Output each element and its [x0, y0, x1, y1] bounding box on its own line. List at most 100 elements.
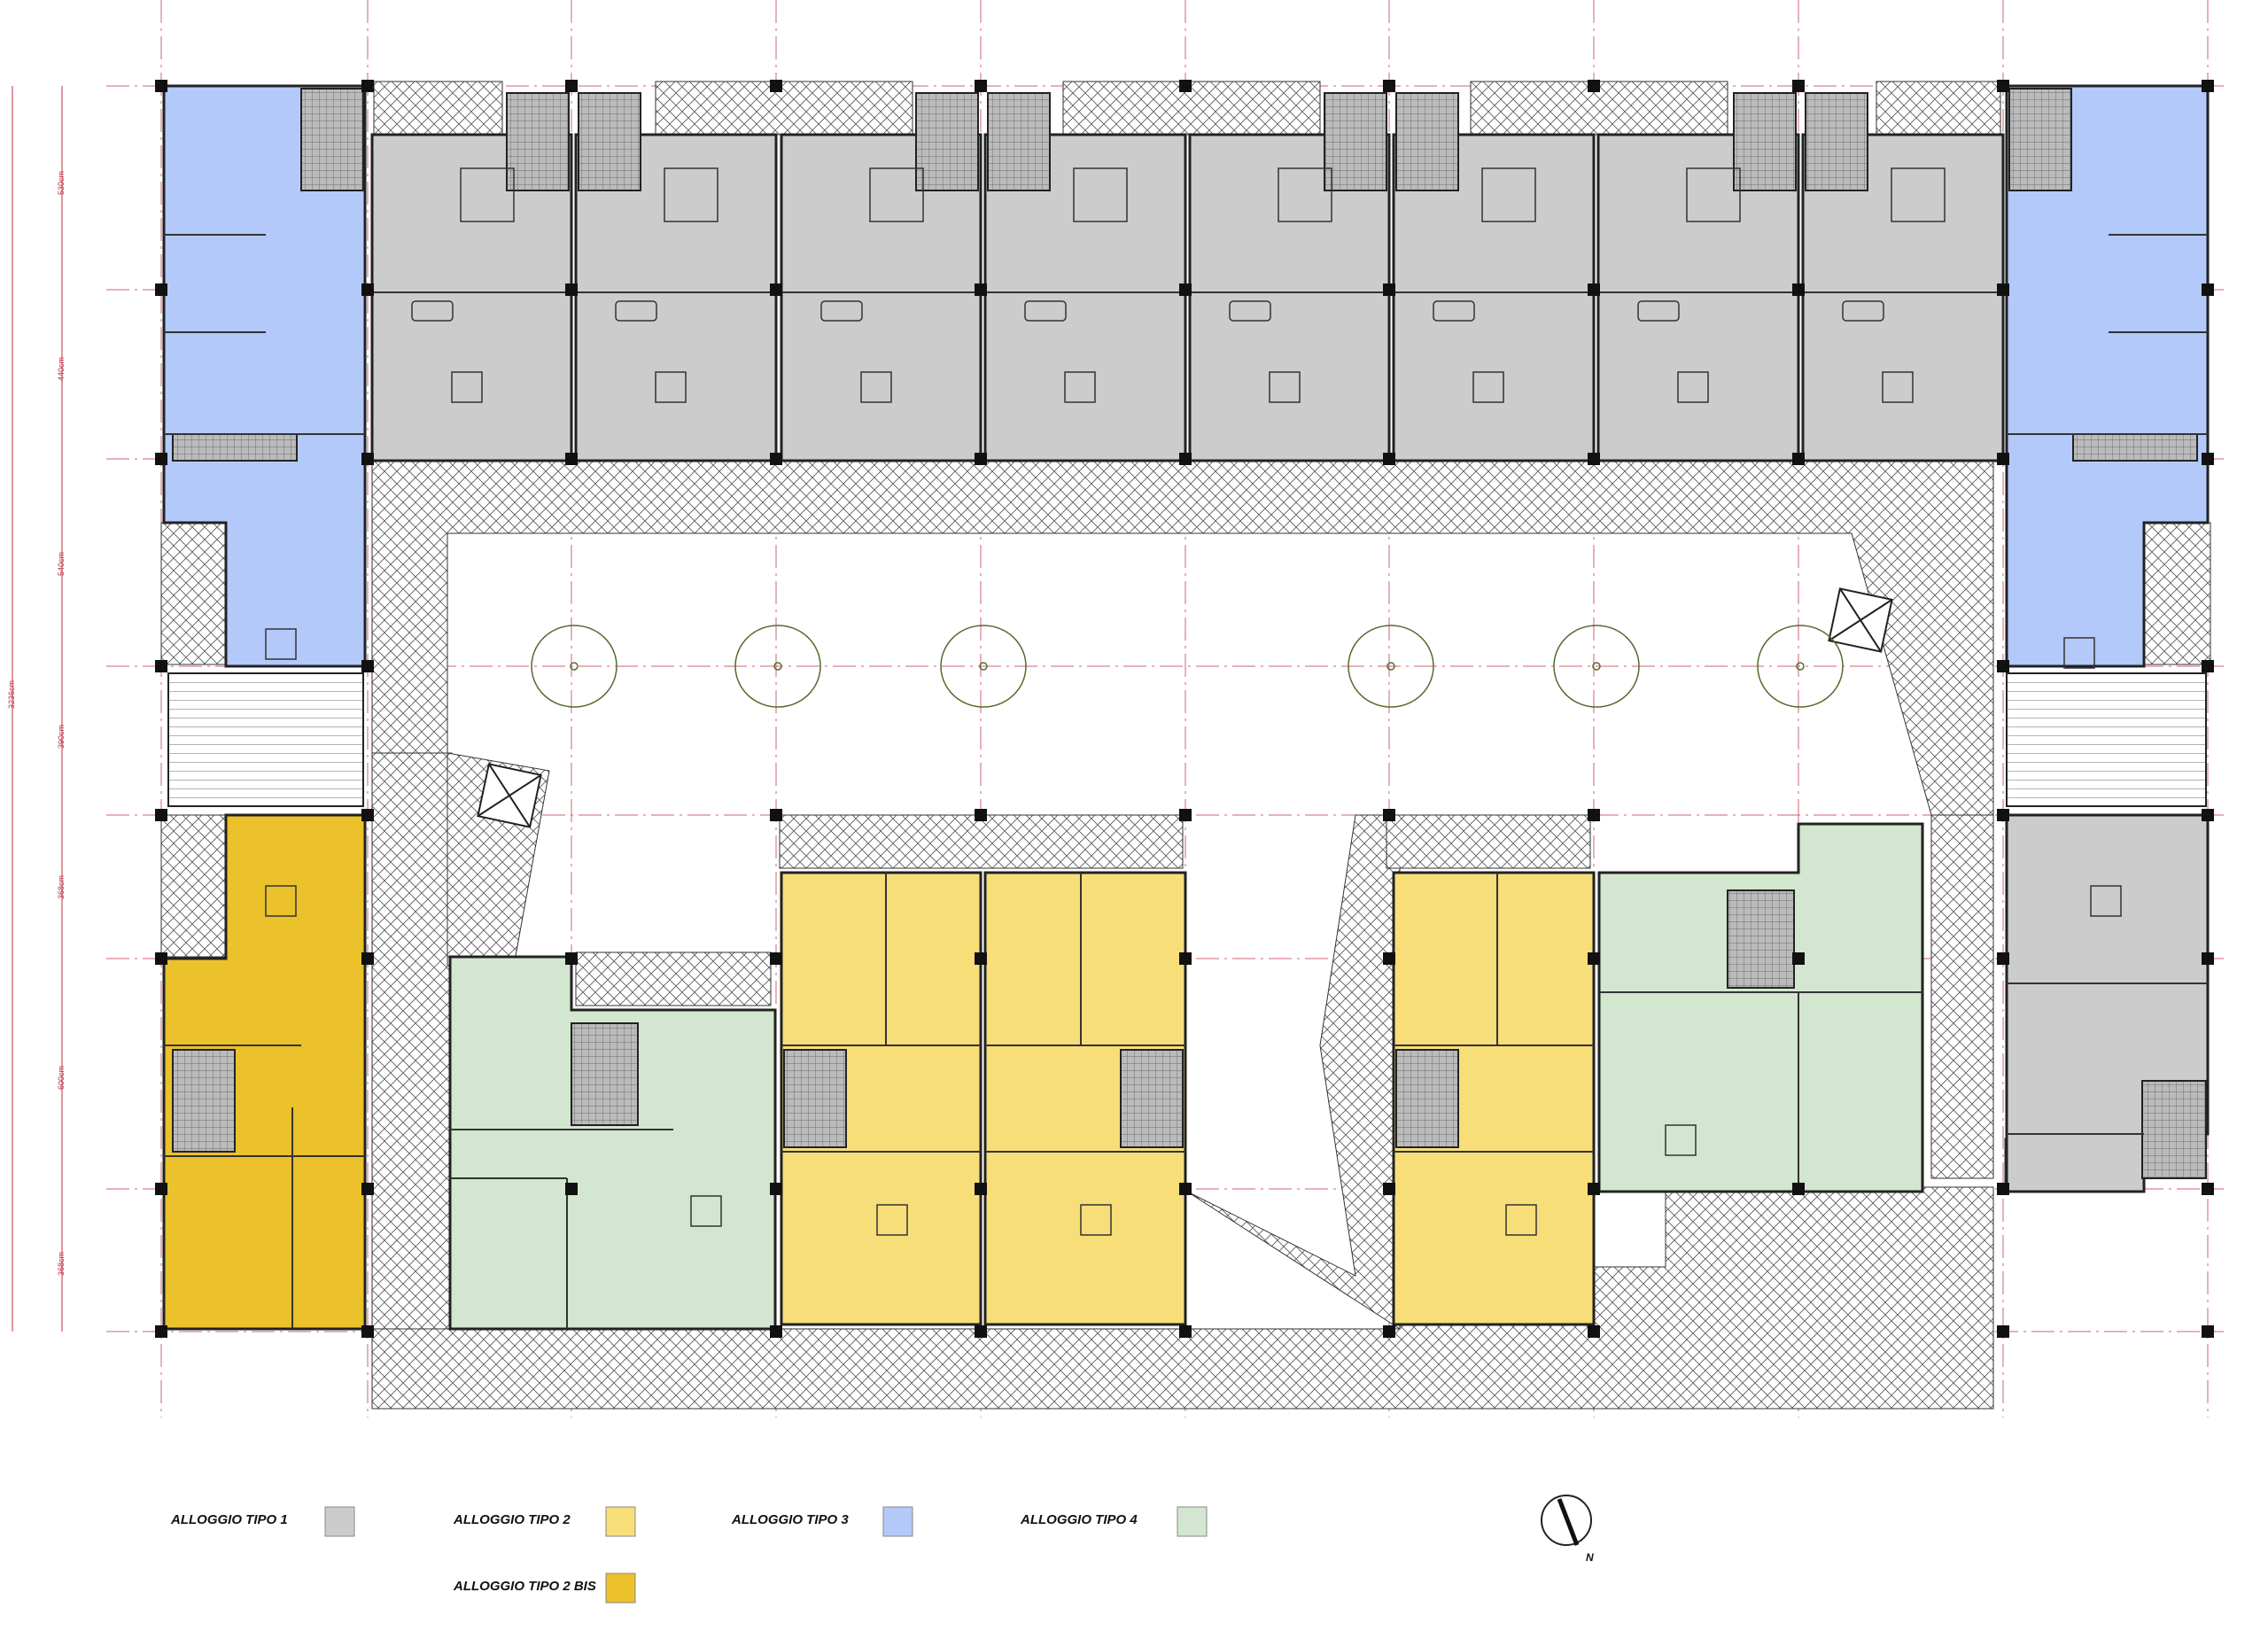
sofa-icon	[615, 300, 657, 322]
table-icon	[1472, 371, 1504, 403]
column	[1179, 809, 1192, 821]
column	[1383, 1325, 1395, 1338]
bed-icon	[460, 167, 515, 222]
column	[1997, 453, 2009, 465]
column	[1792, 283, 1805, 296]
column	[975, 809, 987, 821]
column	[2202, 453, 2214, 465]
bed-icon	[869, 167, 924, 222]
dimension-row-6: 600cm	[57, 1066, 66, 1090]
column	[1179, 1325, 1192, 1338]
north-needle-icon	[1557, 1498, 1580, 1546]
column	[1179, 80, 1192, 92]
column	[1997, 952, 2009, 965]
partitions-tipo2	[781, 873, 1594, 1153]
furniture	[265, 167, 2122, 1236]
table-icon	[655, 371, 687, 403]
column	[1792, 952, 1805, 965]
column	[770, 1325, 782, 1338]
north-arrow: N	[1541, 1495, 1594, 1564]
table-icon	[1677, 371, 1709, 403]
lift-shafts	[477, 587, 1893, 828]
sofa-icon	[1433, 300, 1475, 322]
dimension-line: 3236cm 530cm 440cm 540cm 390cm 368cm 600…	[7, 86, 66, 1332]
bed-icon	[1686, 167, 1741, 222]
sofa-icon	[1842, 300, 1884, 322]
legend-item-tipo2: ALLOGGIO TIPO 2	[453, 1506, 636, 1537]
column	[565, 1183, 578, 1195]
partitions-tipo4	[450, 991, 1922, 1329]
legend-item-tipo4: ALLOGGIO TIPO 4	[1020, 1506, 1208, 1537]
column	[1792, 453, 1805, 465]
column	[361, 952, 374, 965]
column	[361, 80, 374, 92]
legend-label-tipo2: ALLOGGIO TIPO 2	[453, 1512, 571, 1527]
column	[155, 1325, 167, 1338]
units-tipo2	[780, 871, 1596, 1326]
table-icon	[1269, 371, 1301, 403]
column	[770, 80, 782, 92]
column	[1383, 809, 1395, 821]
column	[1588, 80, 1600, 92]
column	[155, 453, 167, 465]
dimension-row-3: 540cm	[57, 552, 66, 576]
units-tipo4	[448, 822, 1924, 1331]
column	[1179, 952, 1192, 965]
column	[1179, 1183, 1192, 1195]
north-label: N	[1586, 1551, 1594, 1564]
column	[2202, 283, 2214, 296]
dimension-row-1: 530cm	[57, 171, 66, 195]
legend-swatch-tipo3	[882, 1506, 913, 1537]
legend-swatch-tipo4	[1177, 1506, 1208, 1537]
dimension-total: 3236cm	[7, 680, 16, 709]
table-icon	[860, 371, 892, 403]
table-icon	[2090, 885, 2122, 917]
column	[770, 809, 782, 821]
sofa-icon	[820, 300, 863, 322]
column	[770, 1183, 782, 1195]
table-icon	[1064, 371, 1096, 403]
bathrooms-top	[506, 92, 1868, 191]
table-icon	[265, 628, 297, 660]
column	[1792, 80, 1805, 92]
sofa-icon	[411, 300, 454, 322]
dimension-row-7: 368cm	[57, 1252, 66, 1276]
legend-label-tipo1: ALLOGGIO TIPO 1	[170, 1512, 288, 1527]
column	[565, 80, 578, 92]
column	[975, 1183, 987, 1195]
column	[1588, 453, 1600, 465]
column	[1588, 1325, 1600, 1338]
bed-icon	[1073, 167, 1128, 222]
bathrooms-tipo4	[571, 889, 1795, 1126]
dimension-row-5: 368cm	[57, 875, 66, 899]
column	[770, 952, 782, 965]
bed-icon	[1891, 167, 1946, 222]
column	[565, 283, 578, 296]
partitions-tipo1-bottom	[2007, 982, 2208, 1135]
table-icon	[690, 1195, 722, 1227]
column	[565, 453, 578, 465]
column	[1179, 453, 1192, 465]
column	[975, 453, 987, 465]
dimension-row-4: 390cm	[57, 725, 66, 749]
column	[1997, 1183, 2009, 1195]
column	[155, 80, 167, 92]
legend-label-tipo3: ALLOGGIO TIPO 3	[731, 1512, 849, 1527]
column	[975, 283, 987, 296]
bathrooms-tipo3	[172, 88, 2198, 462]
column	[1179, 283, 1192, 296]
column	[1997, 80, 2009, 92]
sofa-icon	[1024, 300, 1067, 322]
column	[2202, 80, 2214, 92]
column	[1588, 809, 1600, 821]
structural-columns	[155, 80, 2214, 1338]
column	[1383, 80, 1395, 92]
bathroom-tipo1-bottom	[2141, 1080, 2207, 1179]
column	[770, 283, 782, 296]
column	[1383, 283, 1395, 296]
bed-icon	[1481, 167, 1536, 222]
column	[975, 1325, 987, 1338]
legend-item-tipo2bis: ALLOGGIO TIPO 2 BIS	[453, 1573, 636, 1604]
column	[1997, 1325, 2009, 1338]
